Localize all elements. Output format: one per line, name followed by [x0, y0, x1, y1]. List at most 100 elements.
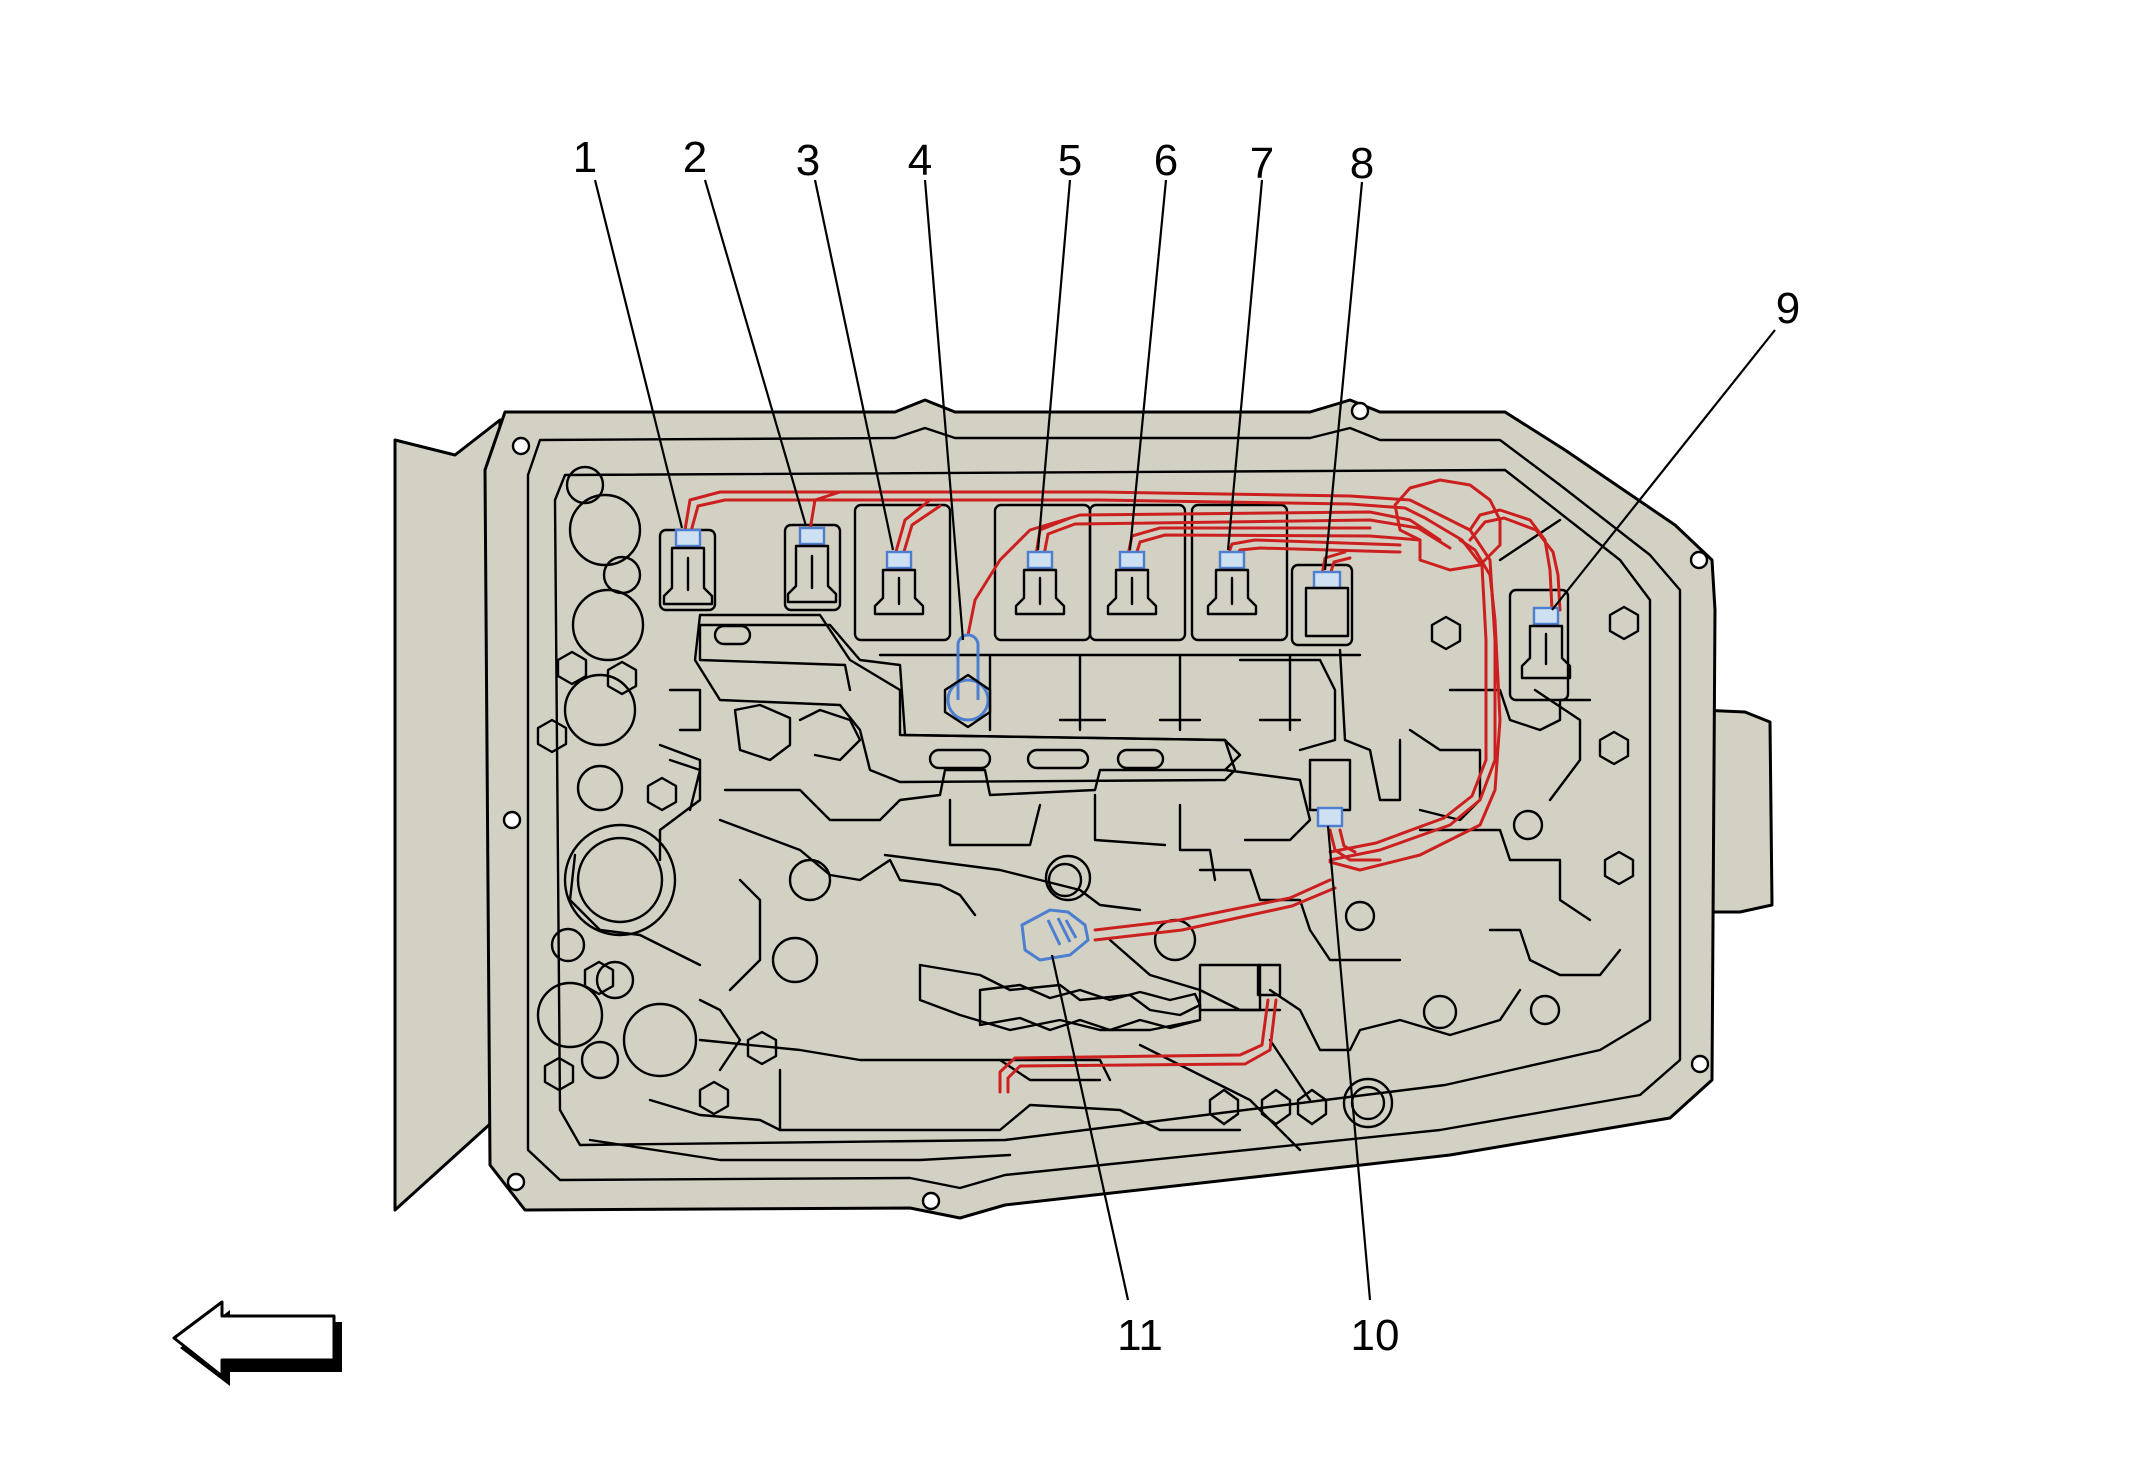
bore: [1344, 900, 1376, 932]
passage: [1268, 1038, 1312, 1102]
harness-branch-2: [808, 490, 842, 532]
callout-8: 8: [1350, 139, 1374, 188]
connector-4: [956, 633, 980, 700]
flange-bolt-holes: [502, 401, 1710, 1211]
solenoid-recess: [1508, 588, 1570, 702]
leader-6: [1128, 179, 1168, 551]
passage: [733, 703, 792, 762]
solenoid-body: [1520, 624, 1572, 680]
solenoid-body: [1304, 586, 1350, 638]
housing-main: [483, 398, 1717, 1220]
solenoid-body: [1206, 568, 1258, 616]
bore: [771, 936, 819, 984]
leader-7: [1226, 179, 1264, 551]
passage: [568, 853, 702, 967]
solenoid-body: [786, 544, 838, 604]
connector-7: [1218, 550, 1246, 570]
harness-branch-8: [1320, 550, 1347, 577]
solenoid-2: [786, 526, 838, 604]
plate-slot: [1026, 748, 1090, 770]
bore: [565, 465, 605, 505]
callout-11: 11: [1117, 1311, 1163, 1360]
connector-4-eyelet: [946, 678, 990, 722]
leader-lines: [593, 179, 1776, 1301]
bore: [536, 981, 604, 1049]
harness-branch-8: [1328, 556, 1352, 577]
passage: [1488, 928, 1622, 977]
passage: [1223, 768, 1312, 842]
callout-2: 2: [683, 133, 707, 182]
harness-to-11: [1093, 878, 1332, 932]
passage: [728, 878, 762, 992]
connector-6: [1118, 550, 1146, 570]
connector-1: [674, 528, 702, 548]
passage: [588, 1138, 1012, 1162]
passage: [1238, 658, 1337, 752]
hex-bolt: [746, 1030, 778, 1066]
harness-branch-6: [1134, 533, 1422, 557]
bore: [571, 588, 645, 662]
bore: [550, 927, 586, 963]
hex-bolt: [698, 1080, 730, 1116]
leader-8: [1323, 181, 1364, 571]
passage: [948, 798, 1042, 847]
passage: [698, 623, 1242, 822]
connector-3: [885, 550, 913, 570]
bore: [1529, 994, 1561, 1026]
harness-lower-run: [1006, 998, 1278, 1094]
solenoid-recesses: [658, 503, 1570, 702]
hex-bolt: [556, 650, 588, 686]
passage: [1268, 988, 1522, 1052]
sensor-4: [943, 633, 992, 729]
hex-bolt: [1296, 1088, 1328, 1126]
passage: [698, 998, 742, 1072]
bolt-hole: [1689, 550, 1709, 570]
passage: [1198, 868, 1402, 962]
passage: [1178, 803, 1217, 882]
bore: [563, 823, 677, 937]
valve-body-boundary: [553, 468, 1652, 1147]
bolt-hole: [1690, 1054, 1710, 1074]
solenoid-recess: [783, 523, 842, 612]
bore: [563, 673, 637, 747]
hex-bolt: [646, 776, 678, 812]
wiring-harness: [683, 478, 1562, 1094]
callout-6: 6: [1154, 136, 1178, 185]
connector-5: [1026, 550, 1054, 570]
callout-1: 1: [573, 133, 597, 182]
passage: [668, 758, 702, 812]
sensor-10: [1308, 758, 1352, 828]
hex-bolts: [536, 605, 1640, 1126]
bore: [576, 836, 664, 924]
plate-slot: [1116, 748, 1165, 770]
solenoid-7: [1206, 550, 1258, 616]
passage: [1338, 648, 1402, 802]
connector-11: [1020, 908, 1090, 962]
harness-branch-9: [1468, 516, 1562, 612]
passage: [648, 1098, 1242, 1132]
hex-bolt: [583, 960, 615, 996]
callout-10: 10: [1351, 1311, 1400, 1360]
passage: [658, 743, 702, 862]
passage: [883, 853, 1142, 912]
connector-11-ribs: [1046, 917, 1078, 946]
hex-bolt: [1598, 730, 1630, 766]
solenoid-body: [873, 568, 925, 616]
arrow-face: [172, 1300, 336, 1378]
sensor-nut: [943, 673, 992, 729]
passage: [998, 1058, 1112, 1082]
callout-7: 7: [1250, 139, 1274, 188]
solenoid-body: [1106, 568, 1158, 616]
plate-slot: [713, 624, 752, 646]
bore: [1512, 809, 1544, 841]
leader-9: [1551, 329, 1776, 611]
solenoid-3: [873, 550, 925, 616]
hex-bolt: [543, 1056, 575, 1092]
leader-3: [813, 179, 895, 551]
solenoid-6: [1106, 550, 1158, 616]
spool-end: [1198, 963, 1262, 1012]
bore: [580, 1040, 620, 1080]
hex-bolt: [1430, 615, 1462, 651]
harness-loop: [1393, 478, 1502, 572]
bore: [1422, 994, 1458, 1030]
